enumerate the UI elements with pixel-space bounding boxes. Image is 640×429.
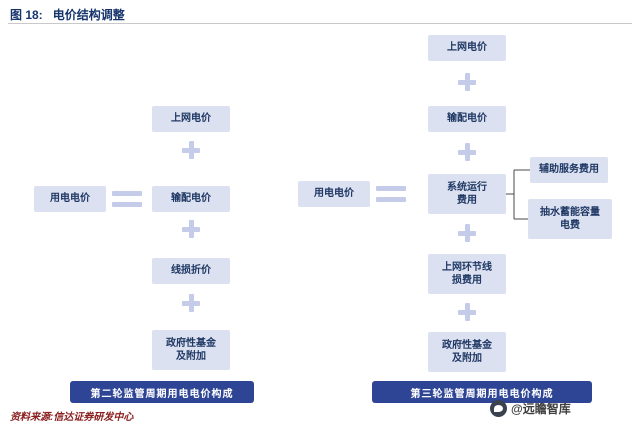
header-divider: [8, 23, 632, 24]
figure-header: 图 18: 电价结构调整: [10, 6, 632, 23]
right-flow-box-system-operation-cost: 系统运行 费用: [428, 174, 506, 214]
plus-icon: [182, 294, 200, 312]
watermark-logo-icon: [490, 400, 507, 417]
figure-label: 图 18:: [10, 8, 43, 22]
left-flow-box-grid-price: 上网电价: [152, 106, 230, 132]
plus-icon: [458, 143, 476, 161]
left-caption-banner: 第二轮监管周期用电电价构成: [70, 381, 254, 403]
source-text: 资料来源:信达证券研发中心: [10, 412, 134, 423]
figure-title: 电价结构调整: [52, 8, 125, 22]
right-result-box: 用电电价: [298, 181, 370, 207]
right-flow-box-transmission-price: 输配电价: [428, 106, 506, 132]
left-flow-box-government-funds: 政府性基金 及附加: [152, 330, 230, 370]
plus-icon: [458, 73, 476, 91]
watermark: @远瞻智库: [490, 400, 571, 417]
right-flow-box-grid-price: 上网电价: [428, 35, 506, 61]
plus-icon: [182, 220, 200, 238]
watermark-text: @远瞻智库: [511, 402, 571, 416]
equals-icon: [112, 191, 142, 207]
left-result-box: 用电电价: [34, 186, 106, 212]
right-flow-box-grid-line-loss-cost: 上网环节线 损费用: [428, 254, 506, 294]
equals-icon: [376, 186, 406, 202]
right-caption-banner: 第三轮监管周期用电电价构成: [372, 381, 592, 403]
right-branch-box-pumped-storage-capacity-fee: 抽水蓄能容量 电费: [528, 199, 612, 239]
plus-icon: [458, 224, 476, 242]
right-flow-box-government-funds: 政府性基金 及附加: [428, 332, 506, 372]
plus-icon: [458, 303, 476, 321]
left-flow-box-line-loss: 线损折价: [152, 258, 230, 284]
right-branch-box-ancillary-service-cost: 辅助服务费用: [530, 157, 608, 183]
left-flow-box-transmission-price: 输配电价: [152, 186, 230, 212]
bracket-connector: [506, 169, 530, 220]
plus-icon: [182, 141, 200, 159]
